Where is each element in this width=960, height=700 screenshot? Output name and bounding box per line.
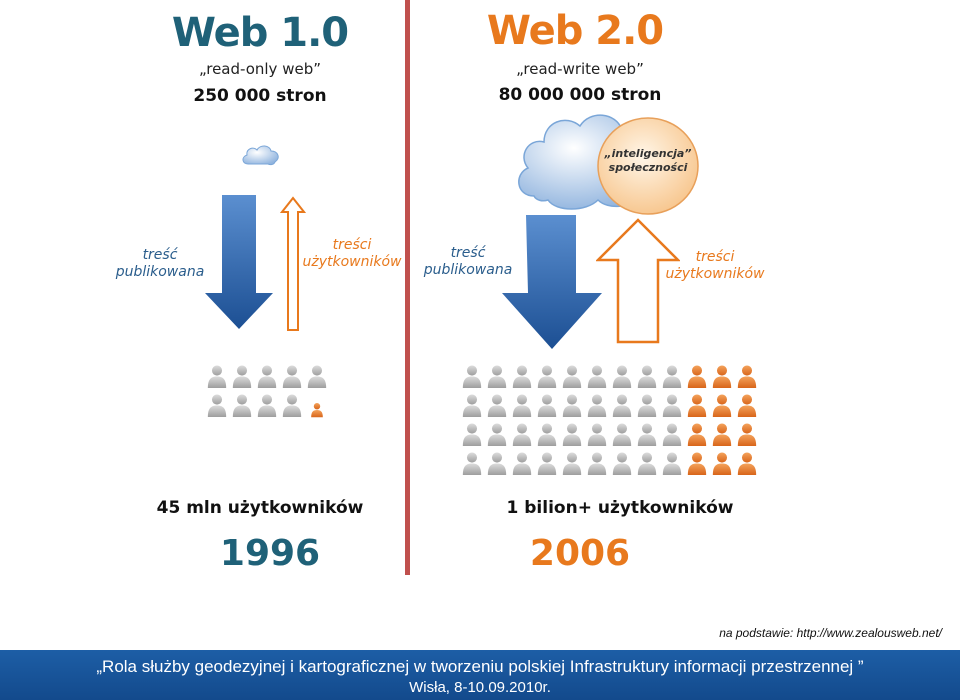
person-gray-icon	[207, 365, 227, 388]
web2-users: 1 bilion+ użytkowników	[506, 498, 734, 518]
person-gray-icon	[462, 423, 482, 446]
person-gray-icon	[512, 365, 532, 388]
person-orange-icon	[687, 452, 707, 475]
person-gray-icon	[487, 423, 507, 446]
person-gray-icon	[562, 423, 582, 446]
person-gray-icon	[662, 365, 682, 388]
people-grid	[462, 365, 757, 475]
person-orange-icon	[311, 403, 323, 418]
person-gray-icon	[512, 394, 532, 417]
person-gray-icon	[537, 423, 557, 446]
source-note: na podstawie: http://www.zealousweb.net/	[719, 626, 942, 640]
person-orange-icon	[712, 423, 732, 446]
person-gray-icon	[612, 365, 632, 388]
person-gray-icon	[587, 365, 607, 388]
web1-up-label: treści użytkowników	[302, 237, 402, 270]
person-gray-icon	[512, 423, 532, 446]
cloud-label: „inteligencja” społeczności	[604, 147, 692, 174]
center-divider	[405, 0, 410, 575]
web2-down-label: treść publikowana	[423, 245, 513, 278]
small-cloud-icon	[242, 145, 279, 166]
web2-people-group	[460, 362, 760, 483]
web1-pages: 250 000 stron	[193, 86, 327, 106]
person-orange-icon	[737, 423, 757, 446]
person-orange-icon	[687, 394, 707, 417]
person-gray-icon	[232, 365, 252, 388]
person-gray-icon	[562, 452, 582, 475]
person-orange-icon	[687, 365, 707, 388]
person-gray-icon	[637, 394, 657, 417]
person-gray-icon	[637, 365, 657, 388]
person-gray-icon	[487, 365, 507, 388]
web1-year: 1996	[219, 533, 321, 574]
person-gray-icon	[512, 452, 532, 475]
person-gray-icon	[612, 452, 632, 475]
person-gray-icon	[282, 365, 302, 388]
person-orange-icon	[712, 452, 732, 475]
web2-down-arrow-icon	[502, 215, 602, 349]
person-gray-icon	[207, 394, 227, 417]
person-gray-icon	[537, 394, 557, 417]
web2-subtitle: „read-write web”	[516, 60, 644, 78]
person-gray-icon	[232, 394, 252, 417]
person-gray-icon	[612, 423, 632, 446]
person-orange-icon	[687, 423, 707, 446]
web2-year: 2006	[529, 533, 631, 574]
social-intelligence-circle-icon	[597, 117, 699, 215]
web2-pages: 80 000 000 stron	[498, 85, 662, 105]
web2-up-label: treści użytkowników	[665, 249, 765, 282]
person-orange-icon	[737, 394, 757, 417]
person-gray-icon	[637, 452, 657, 475]
person-gray-icon	[537, 452, 557, 475]
person-gray-icon	[537, 365, 557, 388]
person-orange-icon	[712, 394, 732, 417]
person-orange-icon	[737, 452, 757, 475]
people-grid	[207, 365, 327, 418]
person-gray-icon	[662, 452, 682, 475]
web1-users: 45 mln użytkowników	[156, 498, 364, 518]
web2-up-arrow-icon	[596, 218, 680, 344]
person-gray-icon	[562, 394, 582, 417]
person-orange-icon	[737, 365, 757, 388]
person-gray-icon	[307, 365, 327, 388]
web1-people-group	[205, 362, 330, 425]
footer-title: „Rola służby geodezyjnej i kartograficzn…	[96, 657, 864, 676]
person-gray-icon	[462, 365, 482, 388]
person-gray-icon	[462, 394, 482, 417]
web1-up-arrow-icon	[280, 196, 306, 331]
footer-banner: „Rola służby geodezyjnej i kartograficzn…	[0, 650, 960, 700]
person-gray-icon	[257, 365, 277, 388]
person-gray-icon	[587, 394, 607, 417]
person-gray-icon	[487, 394, 507, 417]
person-gray-icon	[257, 394, 277, 417]
web2-title: Web 2.0	[486, 8, 664, 54]
person-gray-icon	[612, 394, 632, 417]
web1-down-arrow-icon	[205, 195, 273, 329]
person-gray-icon	[662, 394, 682, 417]
web1-down-label: treść publikowana	[115, 247, 205, 280]
web1-subtitle: „read-only web”	[199, 60, 321, 78]
person-gray-icon	[462, 452, 482, 475]
person-gray-icon	[637, 423, 657, 446]
person-orange-icon	[712, 365, 732, 388]
person-gray-icon	[282, 394, 302, 417]
person-gray-icon	[562, 365, 582, 388]
person-gray-icon	[662, 423, 682, 446]
person-gray-icon	[587, 452, 607, 475]
web1-title: Web 1.0	[171, 10, 349, 56]
person-gray-icon	[487, 452, 507, 475]
footer-date: Wisła, 8-10.09.2010r.	[409, 679, 551, 696]
person-gray-icon	[587, 423, 607, 446]
